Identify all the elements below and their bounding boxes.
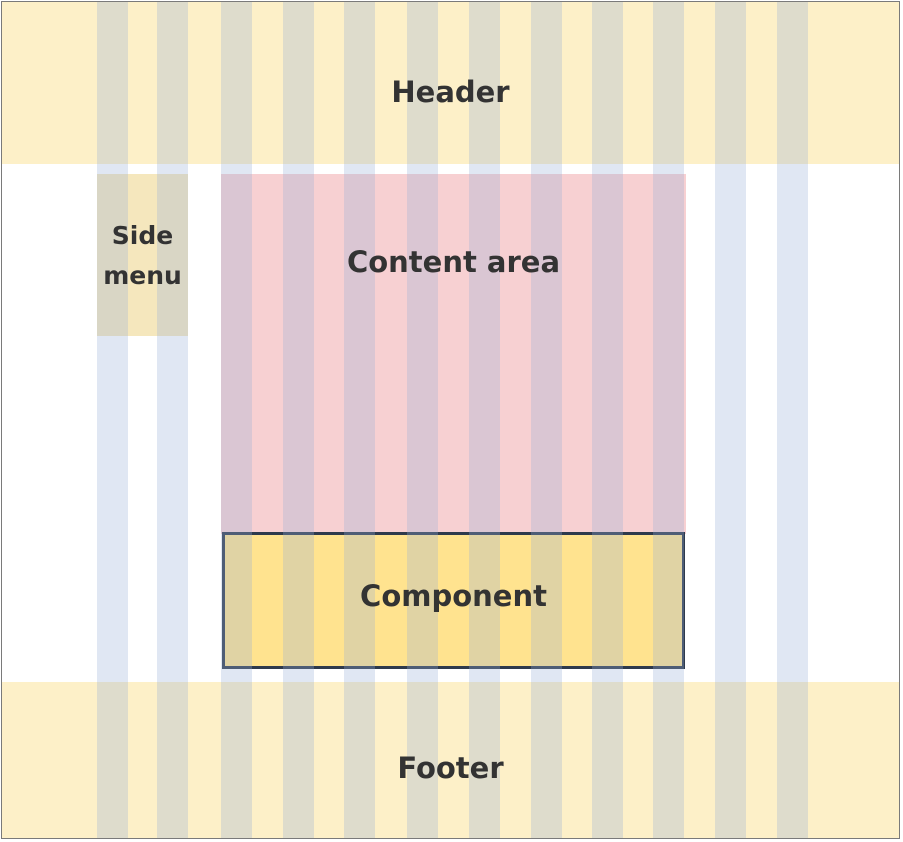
header-region [2, 2, 899, 164]
content-area-label: Content area [346, 245, 561, 279]
header-label: Header [391, 75, 510, 109]
footer-label: Footer [397, 751, 504, 785]
content-area-region [221, 174, 686, 534]
footer-region [2, 682, 899, 838]
side-menu-region [97, 174, 188, 336]
component-label: Component [360, 579, 547, 613]
side-menu-label: Side menu [103, 221, 182, 290]
component-box [222, 532, 685, 669]
